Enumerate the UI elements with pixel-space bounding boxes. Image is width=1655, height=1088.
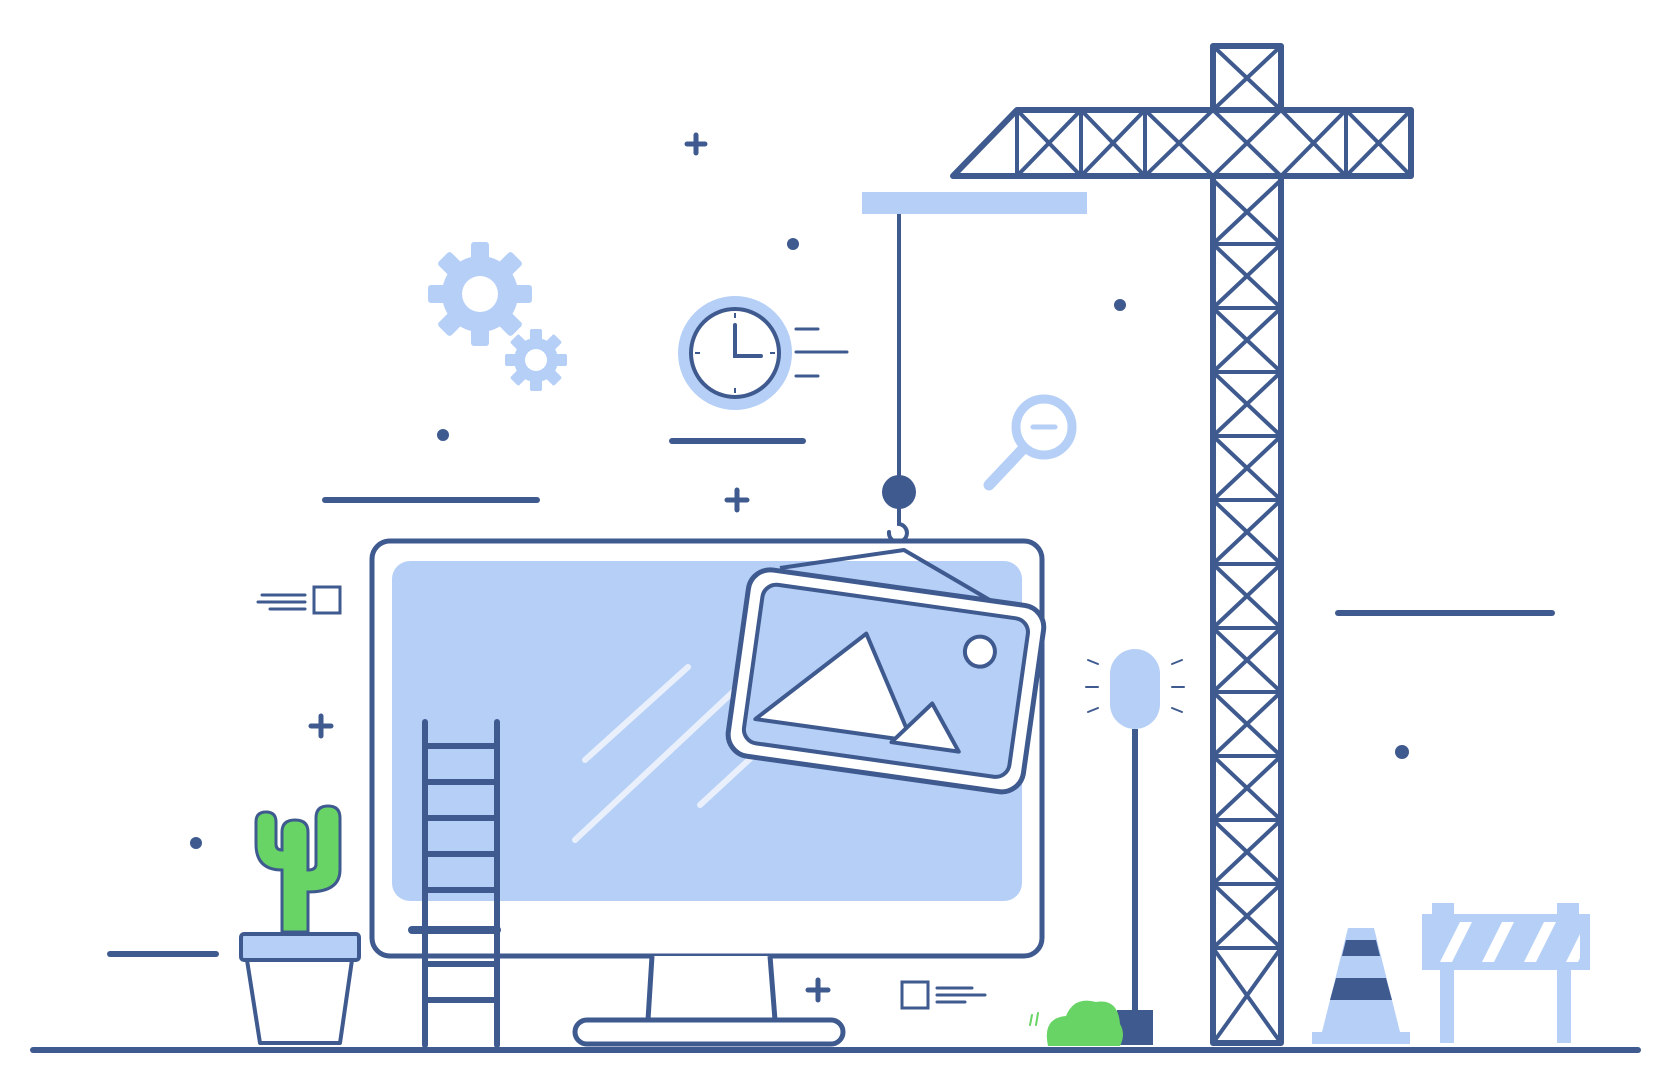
gear-icon (428, 242, 567, 391)
traffic-cone (1312, 928, 1410, 1044)
crane-trolley (862, 192, 1087, 214)
crane (950, 43, 1414, 1046)
sparkle-icons (308, 132, 831, 1003)
crane-hook (886, 506, 909, 544)
crane-hook-ball (882, 475, 916, 509)
cactus-pot (239, 804, 361, 1045)
search-zoom-out-icon (983, 394, 1077, 491)
bush (1029, 1000, 1123, 1046)
road-barrier (1422, 903, 1590, 1043)
square-speed-icon (900, 980, 987, 1010)
ladder (408, 719, 501, 1048)
street-lamp (1085, 649, 1185, 1045)
clock-icon (678, 296, 849, 410)
decor-lines (107, 438, 1555, 957)
image-frame-icon (725, 548, 1047, 795)
square-speed-icon (256, 585, 342, 615)
